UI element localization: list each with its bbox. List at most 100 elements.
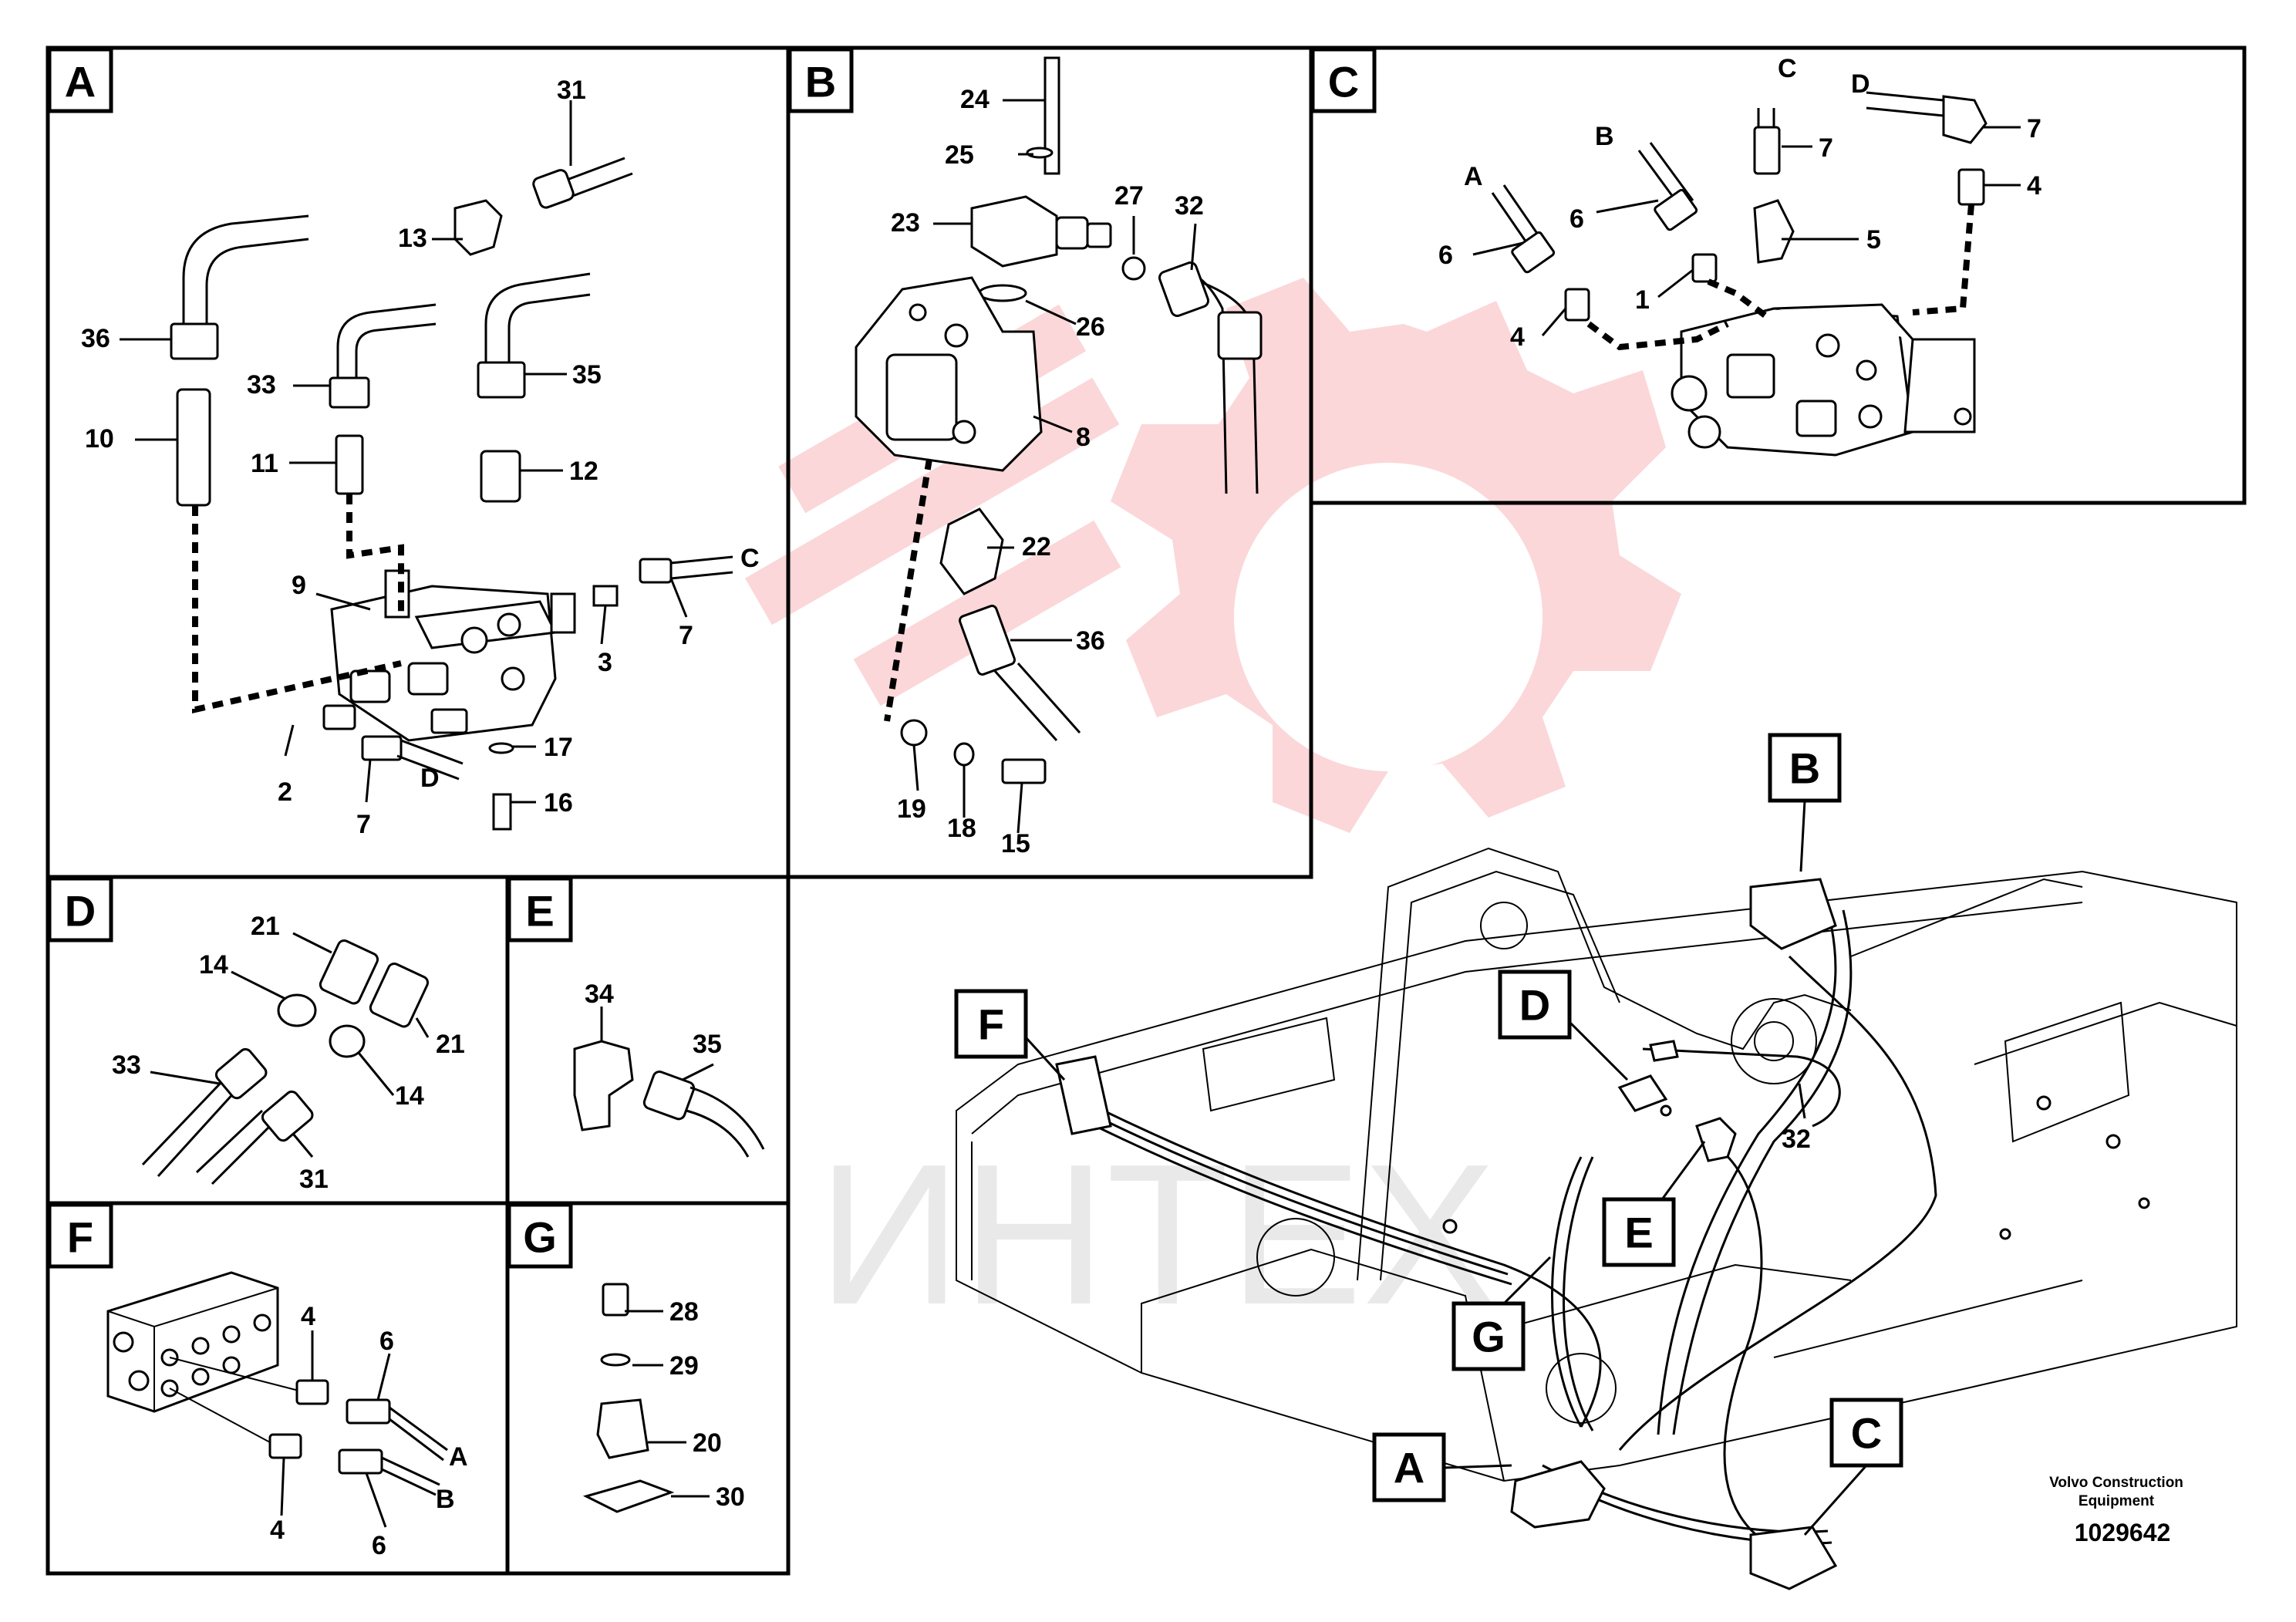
footer: Volvo Construction Equipment 1029642 (2049, 1475, 2183, 1546)
label-35-e: 35 (693, 1030, 722, 1059)
label-29: 29 (669, 1351, 699, 1381)
elbow-7-c2 (1942, 95, 1988, 144)
panel-e-tag: E (507, 876, 573, 943)
panel-e: E 34 35 (505, 875, 791, 1206)
label-20: 20 (693, 1428, 722, 1458)
washer-25 (1026, 147, 1054, 159)
label-27: 27 (1114, 181, 1144, 211)
svg-text:G: G (1472, 1313, 1505, 1361)
label-c-D: D (1851, 69, 1870, 99)
label-30: 30 (716, 1482, 745, 1512)
overview-label-32: 32 (1782, 1083, 1811, 1154)
adapter-12 (480, 450, 521, 503)
panel-c: C C D 7 7 B A (1309, 46, 2247, 505)
fitting-31-nut (532, 169, 575, 209)
label-16: 16 (544, 788, 573, 818)
label-13: 13 (398, 224, 427, 253)
label-26: 26 (1076, 312, 1105, 342)
overview-frame (956, 847, 2237, 1590)
label-c-B: B (1595, 122, 1614, 151)
overview-callout-c: C (1803, 1398, 1903, 1536)
panel-g-tag-label: G (523, 1213, 557, 1262)
overview-block-f (1055, 1055, 1112, 1135)
fitting-4-f2 (268, 1433, 302, 1459)
bolt-16 (492, 793, 512, 831)
washer-18 (953, 742, 975, 767)
label-15: 15 (1001, 829, 1030, 858)
label-35: 35 (572, 360, 602, 389)
label-7-b: 7 (356, 810, 371, 839)
label-c-4a: 4 (1510, 322, 1525, 352)
label-8: 8 (1076, 423, 1091, 452)
fitting-32-end (1217, 311, 1263, 360)
label-c-6b: 6 (1438, 241, 1453, 270)
label-28: 28 (669, 1297, 699, 1327)
label-31: 31 (557, 76, 586, 105)
panel-f: F 4 6 A 4 B 6 (46, 1201, 510, 1576)
label-C: C (740, 544, 760, 573)
fitting-6-f2 (338, 1448, 383, 1475)
panel-f-tag: F (47, 1202, 113, 1269)
svg-text:B: B (1789, 744, 1820, 793)
svg-text:E: E (1624, 1209, 1653, 1257)
distribution-block-f (106, 1271, 279, 1413)
overview-elbow-e (1695, 1117, 1737, 1162)
label-22: 22 (1022, 532, 1051, 561)
footer-company: Volvo Construction (2049, 1475, 2183, 1491)
panel-f-tag-label: F (67, 1213, 93, 1262)
panel-d-tag-label: D (65, 887, 96, 936)
oring-26 (978, 284, 1027, 302)
overview-fitting-d (1617, 1074, 1668, 1112)
label-34: 34 (585, 980, 614, 1009)
fitting-6-c1 (1511, 231, 1556, 274)
label-33-d: 33 (112, 1050, 141, 1080)
panel-a: A (46, 46, 791, 879)
overview-valve-c (1749, 1526, 1838, 1590)
fitting-32-nut (1158, 261, 1209, 317)
panel-b-tag-label: B (805, 58, 836, 106)
panel-c-tag-label: C (1328, 58, 1359, 106)
label-12: 12 (569, 457, 598, 486)
fitting-35-e (642, 1071, 696, 1121)
fitting-35-nut (477, 361, 526, 399)
label-c-4b: 4 (2027, 171, 2041, 201)
fitting-33-nut (329, 376, 370, 409)
label-3: 3 (598, 648, 612, 677)
overview-valve-a (1510, 1460, 1606, 1529)
solenoid-23 (970, 195, 1112, 268)
valve-8 (855, 276, 1043, 472)
footer-company-line2: Equipment (2079, 1493, 2155, 1509)
label-23: 23 (891, 208, 920, 238)
label-6-f2: 6 (372, 1531, 386, 1560)
label-c-5: 5 (1866, 225, 1881, 255)
washer-17 (488, 742, 514, 754)
fitting-7-c1 (1753, 126, 1781, 175)
panel-c-tag: C (1310, 47, 1377, 113)
svg-text:C: C (1851, 1409, 1882, 1458)
bolt-28 (602, 1283, 629, 1317)
elbow-34 (573, 1040, 634, 1131)
panel-g: G 28 29 20 30 (505, 1201, 791, 1576)
label-6-f1: 6 (379, 1327, 394, 1356)
label-7-a: 7 (679, 621, 693, 650)
oring-27 (1121, 256, 1146, 281)
overview-valve-b (1749, 878, 1837, 950)
fitting-4-c2 (1957, 168, 1985, 206)
fitting-7-b (361, 735, 403, 761)
bolt-24 (1043, 56, 1060, 175)
overview-callout-a: A (1372, 1432, 1512, 1502)
panel-e-tag-label: E (525, 887, 554, 936)
fitting-1 (1691, 253, 1718, 283)
fitting-21-b (369, 962, 430, 1028)
label-D: D (420, 764, 440, 793)
overview-callout-g: G (1451, 1256, 1552, 1371)
plate-30 (582, 1479, 675, 1513)
overview-fitting-32 (1649, 1040, 1679, 1062)
panel-b: B 24 25 (786, 46, 1313, 879)
fitting-33-d (214, 1047, 268, 1100)
fitting-36-b (959, 605, 1016, 676)
panel-d-tag: D (47, 876, 113, 943)
label-19: 19 (897, 794, 926, 824)
label-14-a: 14 (199, 950, 228, 980)
